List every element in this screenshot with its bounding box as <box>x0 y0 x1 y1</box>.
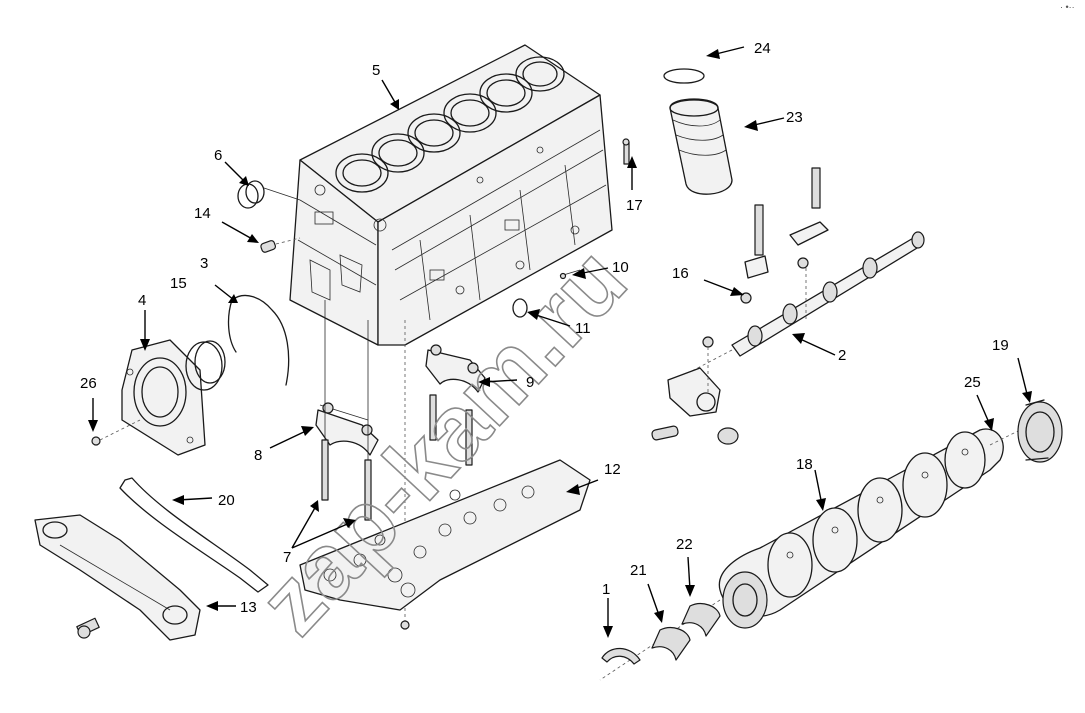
callout-20: 20 <box>218 492 235 509</box>
callout-9: 9 <box>526 374 534 391</box>
main-bearing-cap <box>315 402 379 456</box>
callout-22: 22 <box>676 536 693 553</box>
callout-labels: 1 2 3 4 5 6 7 8 9 10 11 12 13 14 15 16 1… <box>80 40 1009 616</box>
callout-24: 24 <box>754 40 771 57</box>
callout-26: 26 <box>80 375 97 392</box>
callout-23: 23 <box>786 109 803 126</box>
callout-7: 7 <box>283 549 291 566</box>
callout-6: 6 <box>214 147 222 164</box>
dowel-pin <box>260 237 301 253</box>
corner-mark: · •·· <box>1060 2 1075 12</box>
rear-seal-ring <box>185 340 226 391</box>
main-bearing-shell <box>651 603 721 661</box>
callout-17: 17 <box>626 197 643 214</box>
callout-5: 5 <box>372 62 380 79</box>
stud-bolt <box>622 138 630 165</box>
oil-suction-tube <box>119 477 269 593</box>
callout-4: 4 <box>138 292 146 309</box>
callout-13: 13 <box>240 599 257 616</box>
callout-10: 10 <box>612 259 629 276</box>
callout-2: 2 <box>838 347 846 364</box>
cam-bearing-assembly <box>651 336 739 445</box>
piston-ring <box>663 68 705 84</box>
main-bearing-cap-thrust <box>425 344 486 393</box>
callout-21: 21 <box>630 562 647 579</box>
camshaft <box>689 231 925 373</box>
o-ring <box>512 298 528 318</box>
oil-pan-gasket <box>299 459 591 611</box>
small-pin <box>559 269 581 280</box>
callout-15: 15 <box>170 275 187 292</box>
callout-8: 8 <box>254 447 262 464</box>
crank-gear <box>1017 399 1063 463</box>
cam-followers <box>740 167 829 320</box>
callout-19: 19 <box>992 337 1009 354</box>
callout-18: 18 <box>796 456 813 473</box>
callout-leaders <box>88 46 1032 638</box>
engine-block <box>289 44 613 346</box>
rear-seal-housing <box>121 339 206 456</box>
callout-3: 3 <box>200 255 208 272</box>
crankshaft <box>599 428 1021 681</box>
callout-11: 11 <box>575 320 591 337</box>
rear-housing-gasket <box>227 294 290 386</box>
callout-25: 25 <box>964 374 981 391</box>
callout-1: 1 <box>602 581 610 598</box>
callout-14: 14 <box>194 205 211 222</box>
cylinder-liner <box>669 98 733 195</box>
callout-16: 16 <box>672 265 689 282</box>
mounting-bracket <box>34 514 201 641</box>
thrust-washer <box>601 647 641 665</box>
housing-bolt <box>91 419 141 446</box>
callout-12: 12 <box>604 461 621 478</box>
